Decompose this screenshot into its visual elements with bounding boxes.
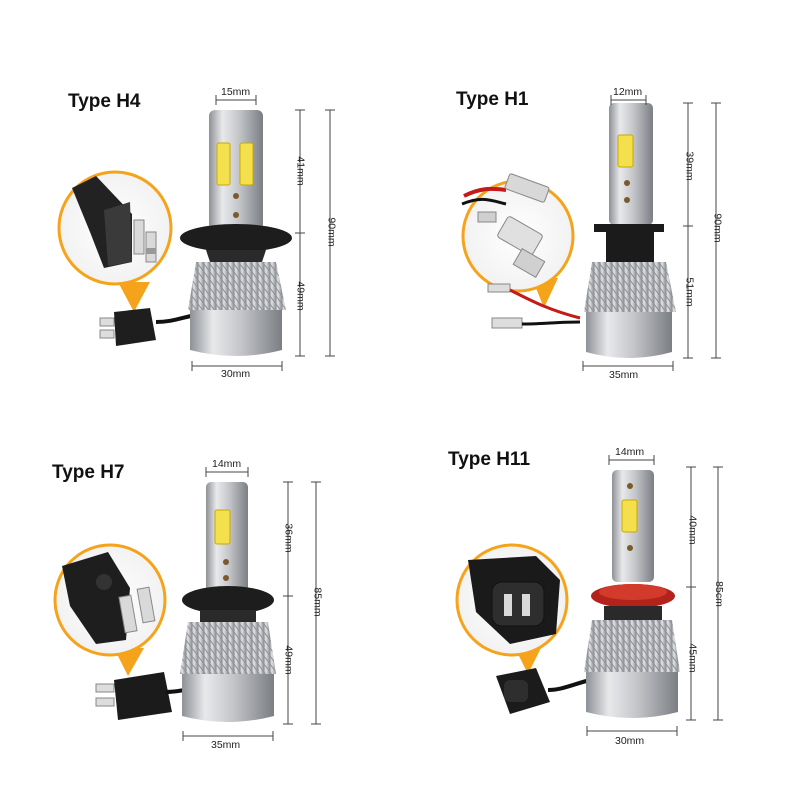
h7-title: Type H7: [52, 462, 125, 483]
h1-connector-callout: [461, 173, 575, 308]
panel-h1: [461, 95, 721, 371]
h7-small-plug: [95, 672, 197, 720]
h7-chip-width-label: 14mm: [211, 458, 243, 470]
panel-h11: [455, 455, 723, 736]
h4-bulb: [180, 110, 292, 356]
h1-upper-height-label: 39mm: [683, 151, 696, 181]
h1-wire-plug: [487, 283, 581, 329]
h7-dimension-lines: [182, 467, 321, 741]
panel-h4: [57, 95, 335, 371]
h4-total-height-label: 90mm: [325, 217, 338, 247]
h1-chip-width-label: 12mm: [612, 86, 644, 98]
h11-bulb: [584, 470, 680, 718]
h11-small-plug: [496, 668, 591, 714]
h1-dimension-lines: [582, 95, 721, 371]
h11-connector-callout: [455, 543, 569, 674]
h7-lower-height-label: 49mm: [282, 645, 295, 675]
h4-plug-icon: [72, 176, 157, 268]
h4-small-plug: [99, 308, 201, 346]
h11-base-width-label: 30mm: [614, 735, 646, 747]
h11-title: Type H11: [448, 449, 531, 470]
panel-h7: [53, 467, 321, 741]
h7-total-height-label: 85mm: [311, 587, 324, 617]
h11-upper-height-label: 40mm: [686, 515, 699, 545]
h1-wire-terminal-icon: [461, 173, 550, 278]
h1-lower-height-label: 51mm: [683, 277, 696, 307]
h7-base-width-label: 35mm: [210, 739, 242, 751]
h7-bulb: [180, 482, 276, 722]
h4-title: Type H4: [68, 91, 141, 112]
h7-upper-height-label: 36mm: [282, 523, 295, 553]
h1-title: Type H1: [456, 89, 529, 110]
h11-total-height-label: 85cm: [712, 581, 725, 607]
h4-chip-width-label: 15mm: [220, 86, 252, 98]
h1-base-width-label: 35mm: [608, 369, 640, 381]
h4-lower-height-label: 49mm: [294, 281, 307, 311]
h11-plug-icon: [468, 556, 560, 644]
h11-chip-width-label: 14mm: [614, 446, 646, 458]
h4-connector-callout: [57, 170, 173, 312]
h4-upper-height-label: 41mm: [294, 156, 307, 186]
h7-connector-callout: [53, 543, 167, 676]
h1-total-height-label: 90mm: [711, 213, 724, 243]
h1-bulb: [584, 103, 676, 358]
h11-lower-height-label: 45mm: [686, 643, 699, 673]
h7-plug-icon: [62, 552, 156, 644]
h11-dimension-lines: [586, 455, 723, 736]
h4-dimension-lines: [191, 95, 335, 371]
h4-base-width-label: 30mm: [220, 368, 252, 380]
